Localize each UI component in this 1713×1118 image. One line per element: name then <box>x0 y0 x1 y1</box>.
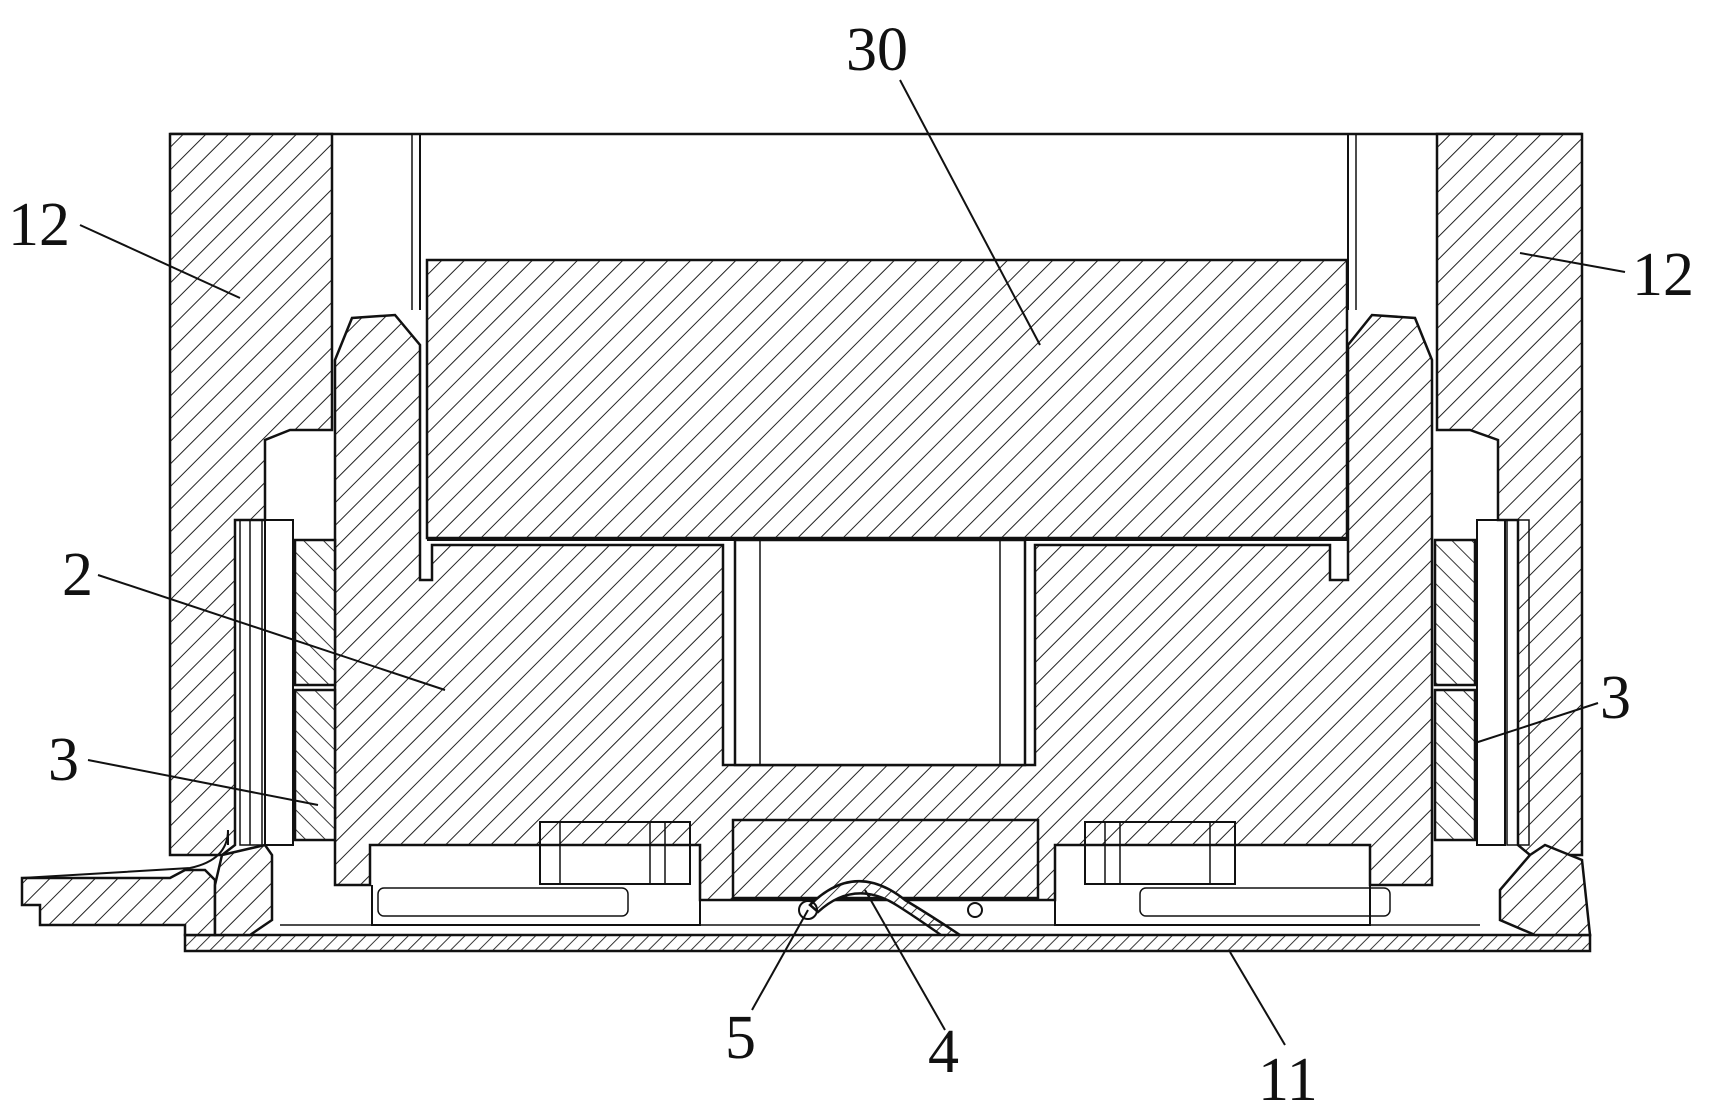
leader-11 <box>1229 951 1286 1046</box>
right-corner-block <box>1498 843 1592 937</box>
left-lead <box>21 829 229 879</box>
right-coil-frame <box>1476 519 1506 846</box>
central-bottom-boss <box>731 818 1040 900</box>
leader-12-right <box>1519 252 1626 273</box>
bottom-pad-left <box>539 821 691 885</box>
label-12-left: 12 <box>8 191 70 259</box>
lower-slot-right <box>1139 887 1391 917</box>
central-cavity <box>733 538 1027 767</box>
leader-3-right <box>1474 702 1599 744</box>
left-flange <box>20 868 217 937</box>
leader-12-left <box>79 224 241 299</box>
label-5: 5 <box>725 1004 756 1072</box>
left-coil-inner <box>239 519 263 846</box>
left-corner-block <box>213 843 274 937</box>
leader-3-left <box>87 759 319 806</box>
lower-slot-left <box>377 887 629 917</box>
leader-2 <box>97 574 446 691</box>
label-3-left: 3 <box>48 726 79 794</box>
base-plate <box>183 933 1592 953</box>
label-3-right: 3 <box>1600 664 1631 732</box>
leader-4 <box>864 889 946 1031</box>
left-magnet-lower <box>293 688 337 842</box>
left-coil-frame <box>264 519 294 846</box>
label-12-right: 12 <box>1632 241 1694 309</box>
label-11: 11 <box>1258 1046 1318 1114</box>
leader-5 <box>751 909 809 1011</box>
part-5-ball <box>798 900 818 920</box>
right-magnet-upper <box>1433 538 1477 687</box>
block-30 <box>425 258 1349 540</box>
label-30: 30 <box>846 16 908 84</box>
right-magnet-lower <box>1433 688 1477 842</box>
left-magnet-upper <box>293 538 337 687</box>
label-2: 2 <box>62 541 93 609</box>
part-5-ball-right <box>967 902 983 918</box>
leader-30 <box>899 79 1041 346</box>
bottom-pad-right <box>1084 821 1236 885</box>
